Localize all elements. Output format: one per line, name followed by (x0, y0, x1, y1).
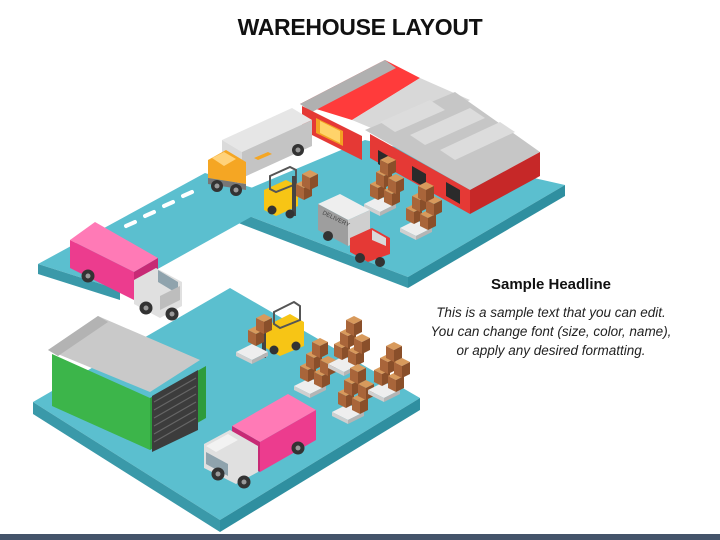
body-line-3: or apply any desired formatting. (456, 343, 646, 358)
body-line-2: You can change font (size, color, name), (430, 324, 672, 339)
forklift-upper-icon (264, 165, 318, 219)
truck-pink-road-icon (70, 222, 182, 321)
truck-orange-icon (208, 108, 312, 196)
warehouse-green-building-icon (48, 316, 206, 452)
slide-title: WAREHOUSE LAYOUT (237, 14, 483, 40)
forklift-lower-icon (236, 300, 304, 364)
sample-headline: Sample Headline (490, 276, 612, 293)
truck-pink-lower-icon (204, 394, 316, 489)
road-dashes-icon (124, 190, 194, 228)
bottom-accent-bar (0, 534, 720, 540)
truck-delivery-icon: DELIVERY (318, 194, 390, 267)
body-line-1: This is a sample text that you can edit. (436, 305, 666, 320)
sample-text-block: Sample Headline This is a sample text th… (416, 276, 686, 360)
warehouse-red-building-icon (300, 60, 540, 214)
